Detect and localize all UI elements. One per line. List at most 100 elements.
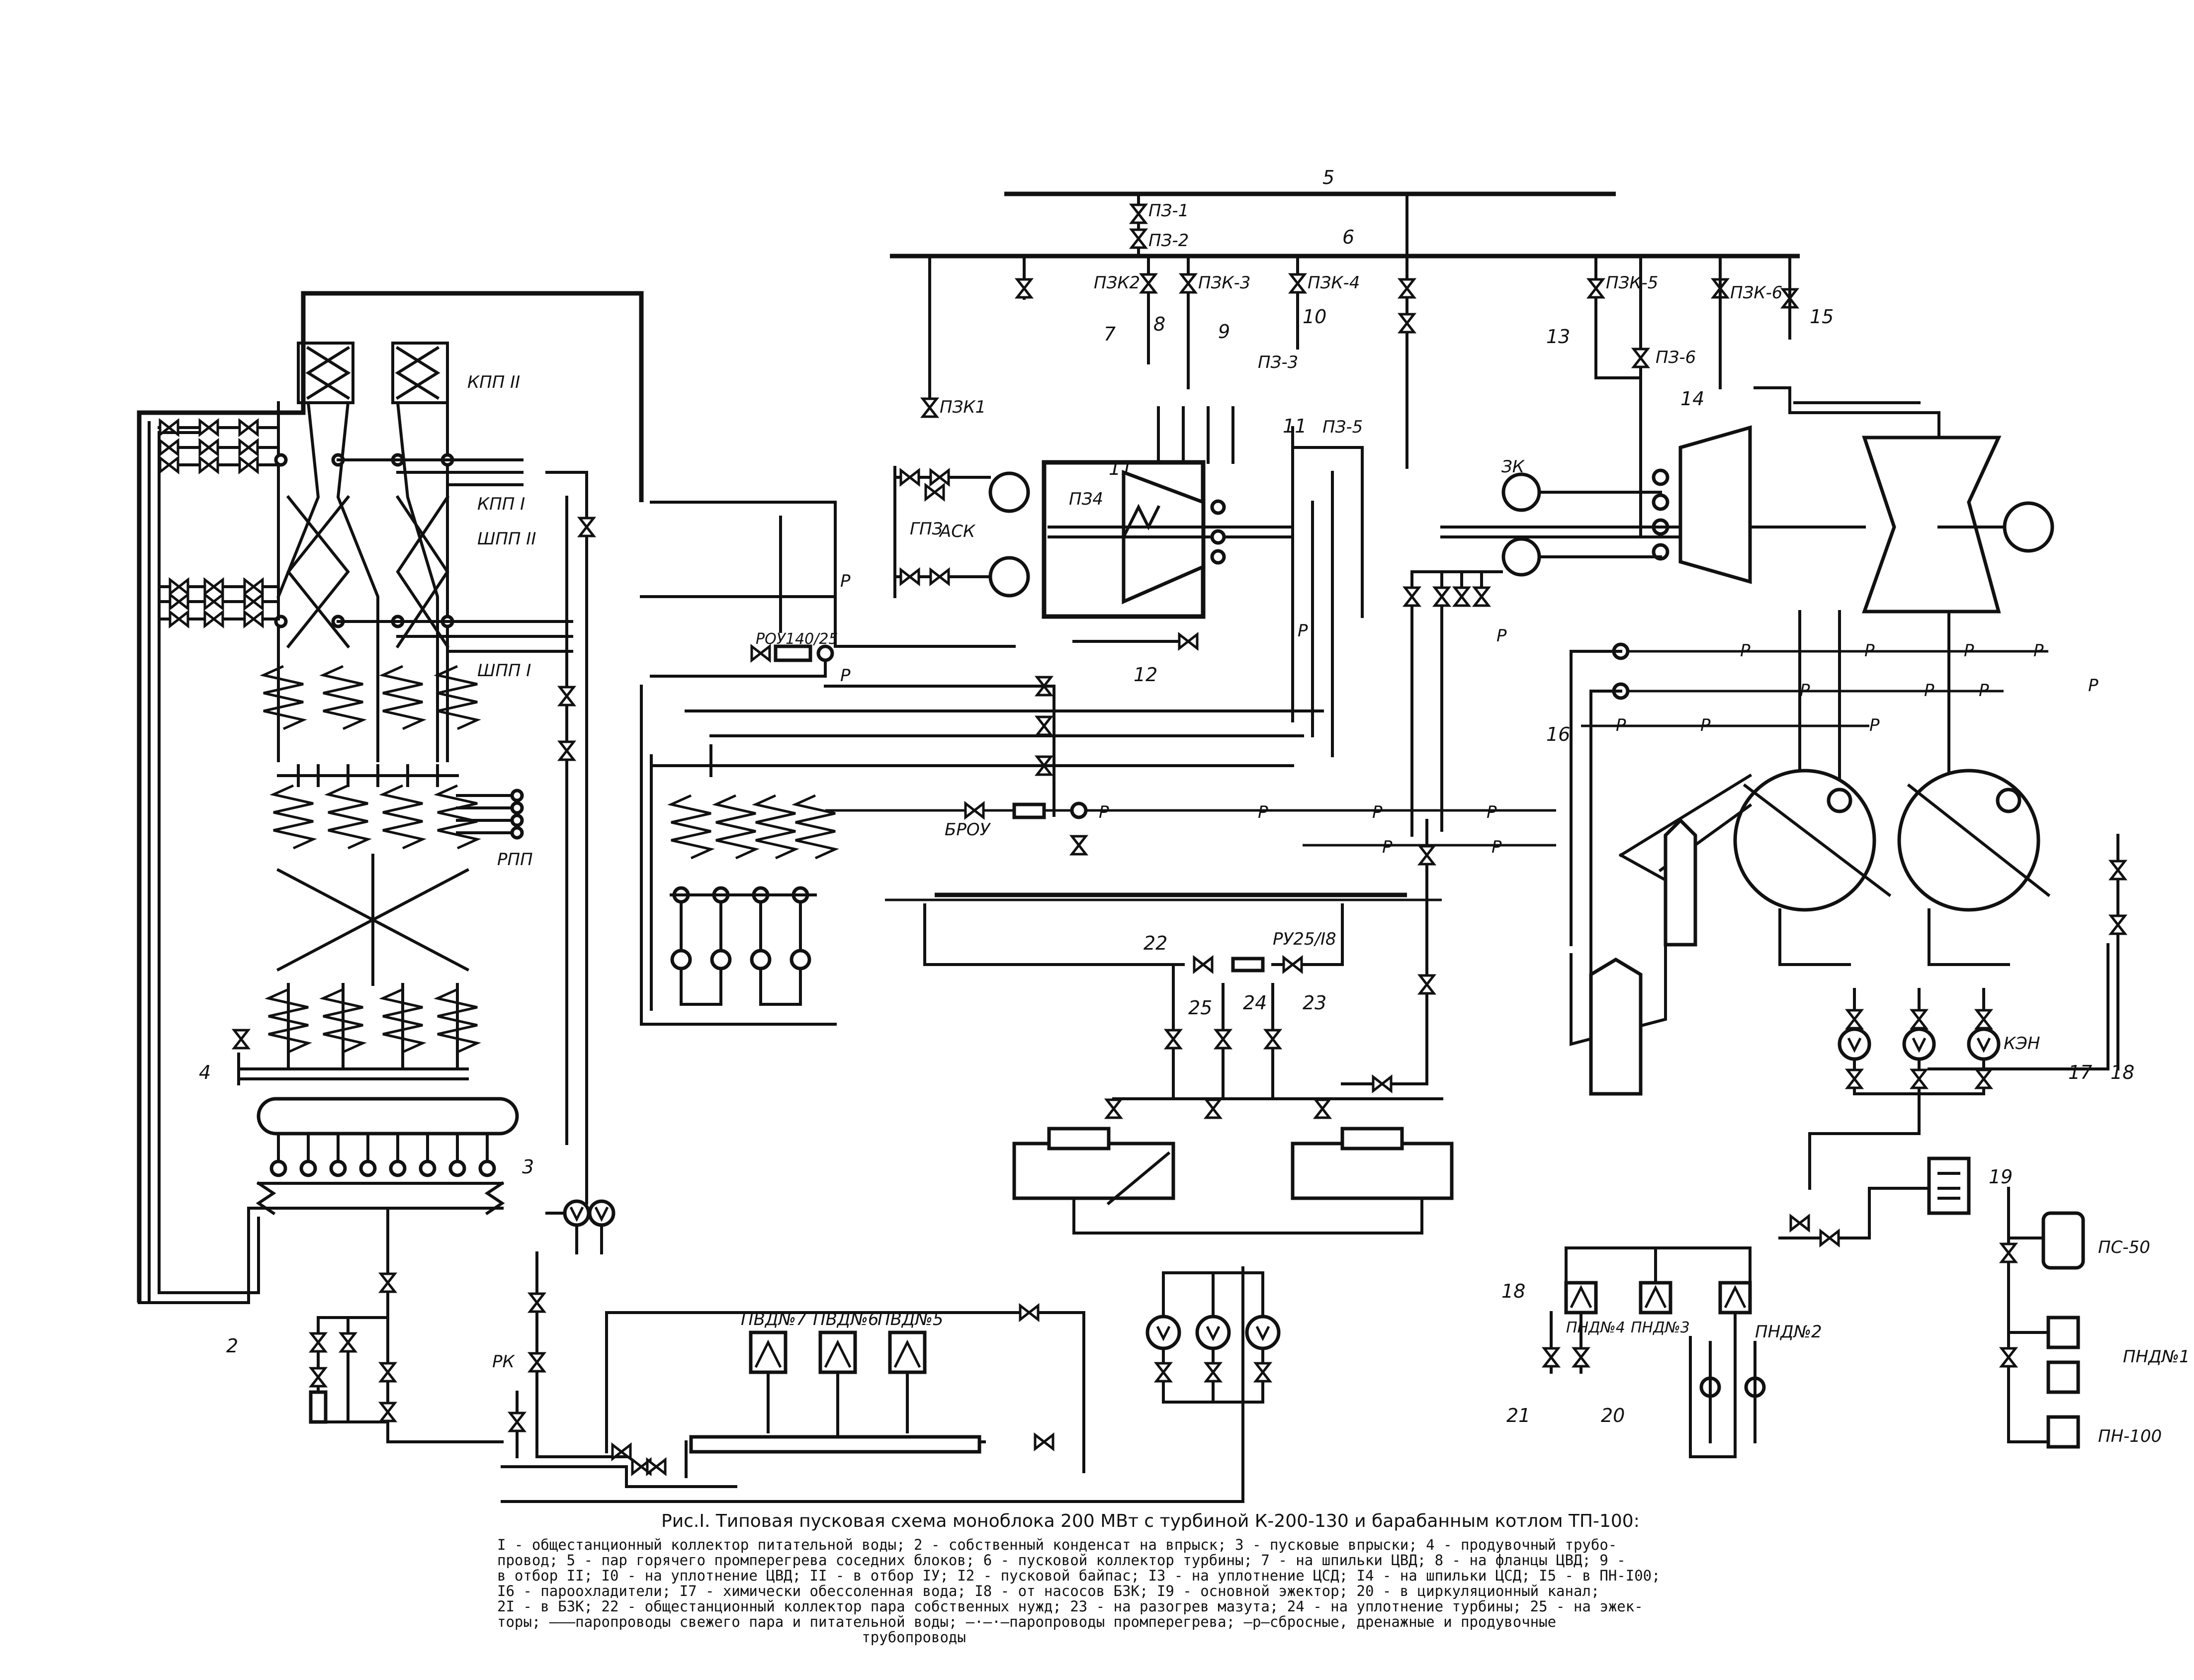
generator [2003,501,2054,553]
ref-8: 8 [1153,313,1165,335]
ref-9: 9 [1218,321,1230,343]
label-pzk4: ПЗК-4 [1308,273,1360,293]
ref-11: 11 [1283,415,1307,437]
label-kpp-ii: КПП II [467,372,520,392]
ref-22: 22 [1143,932,1167,954]
ref-6: 6 [1342,226,1354,248]
label-pzk2: ПЗК2 [1094,273,1140,293]
label-p-2: Р [840,666,851,686]
lp-cylinder [1862,436,2002,614]
label-zk: ЗК [1501,457,1525,477]
label-p-21: Р [1492,837,1502,857]
kpp-ii-coils [297,342,449,404]
label-pz5: ПЗ-5 [1322,417,1363,437]
equipment-labels: КПП II КПП I ШПП II ШПП I РПП ПЗ-1 ПЗ-2 … [467,201,2190,1446]
ref-15: 15 [1810,306,1834,328]
label-p-5: Р [1740,641,1751,661]
ref-14: 14 [1680,388,1704,410]
label-pz3: ПЗ-3 [1258,353,1298,372]
label-brou: БРОУ [945,820,991,840]
ref-17: 17 [2068,1061,2092,1083]
ref-23: 23 [1303,992,1326,1014]
label-p-9: Р [1800,681,1810,701]
boiler [137,291,644,1458]
deaerators [1012,1097,1454,1404]
hp-heaters [501,1266,1244,1503]
label-p-7: Р [1964,641,1974,661]
label-ru: РУ25/I8 [1273,929,1336,949]
label-pzk1: ПЗК1 [940,397,986,417]
label-rpp: РПП [497,850,533,870]
mp-lp-turbine [1440,386,2054,797]
ref-20: 20 [1601,1405,1625,1426]
deaerator-right [1291,1142,1454,1200]
label-shpp-ii: ШПП II [477,529,536,549]
ps-50 [2041,1211,2085,1270]
label-kpp-i: КПП I [477,494,525,514]
label-rk: РК [492,1352,516,1372]
ref-16: 16 [1546,723,1570,745]
main-ejector [1927,1156,1971,1215]
pnd-1 [2046,1316,2080,1349]
label-pzk3: ПЗК-3 [1198,273,1250,293]
label-p-13: Р [1616,715,1626,735]
rou-valve [774,644,812,662]
label-p-11: Р [1979,681,1989,701]
label-ps50: ПС-50 [2098,1238,2150,1257]
label-ken: КЭН [2004,1034,2040,1054]
reference-numbers: 2 3 4 5 6 7 8 9 10 11 11 12 13 14 15 16 … [199,167,2134,1426]
ref-18b: 18 [1501,1280,1525,1302]
ref-10: 10 [1303,306,1326,328]
label-pnd4: ПНД№4 [1566,1319,1625,1336]
zk-valve-lower [1501,537,1541,577]
label-pvd7: ПВД№7 [741,1310,807,1329]
ref-24: 24 [1243,992,1267,1014]
label-pz1: ПЗ-1 [1148,201,1189,221]
turbine-leads [640,471,1622,1026]
ref-12: 12 [1134,664,1157,686]
ref-2: 2 [226,1335,238,1357]
label-p-8: Р [2033,641,2044,661]
label-pvd6: ПВД№6 [813,1310,878,1329]
label-p-18: Р [1372,802,1383,822]
label-p-10: Р [1924,681,1934,701]
feedwater-collector-pipe [137,291,644,1303]
drum-downcomers [269,1132,496,1177]
label-pz4: ПЗ4 [1069,489,1103,509]
ref-5: 5 [1322,167,1334,188]
service-collector [923,819,1434,1100]
label-p-12: Р [2088,676,2099,696]
label-pnd2: ПНД№2 [1755,1322,1822,1342]
ref-18: 18 [2110,1061,2134,1083]
label-p-15: Р [1869,715,1880,735]
ref-3: 3 [522,1156,534,1178]
caption-title: Рис.I. Типовая пусковая схема моноблока … [661,1511,1640,1531]
drain-lines [825,642,2048,901]
condensate-pumps [1808,988,2001,1190]
label-pvd5: ПВД№5 [878,1310,943,1329]
ref-7: 7 [1104,323,1116,345]
label-p-14: Р [1700,715,1711,735]
label-rou: РОУ140/25 [756,630,838,648]
condenser-left [1733,769,1876,912]
collectors [890,191,1800,538]
figure-caption: Рис.I. Типовая пусковая схема моноблока … [497,1511,1840,1645]
caption-legend: I - общестанционный коллектор питательно… [497,1536,1661,1646]
label-p-19: Р [1487,802,1497,822]
label-shpp-i: ШПП I [477,661,531,681]
label-p-1: Р [840,571,851,591]
ask-valve [988,556,1030,598]
ref-25: 25 [1188,997,1212,1019]
label-p-3: Р [1298,621,1308,641]
mp-cylinder [1678,425,1752,584]
lp-heaters [1544,834,2125,1458]
boiler-drum [257,1097,519,1136]
label-pnd3: ПНД№3 [1631,1319,1690,1336]
pn-100 [2046,1415,2080,1449]
hp-turbine [752,406,1364,662]
label-gpz: ГПЗ [910,519,943,539]
ref-13: 13 [1546,326,1570,348]
condensers [1570,769,2051,1096]
label-pz6: ПЗ-6 [1656,348,1696,367]
rpp-valve-group [456,789,524,840]
